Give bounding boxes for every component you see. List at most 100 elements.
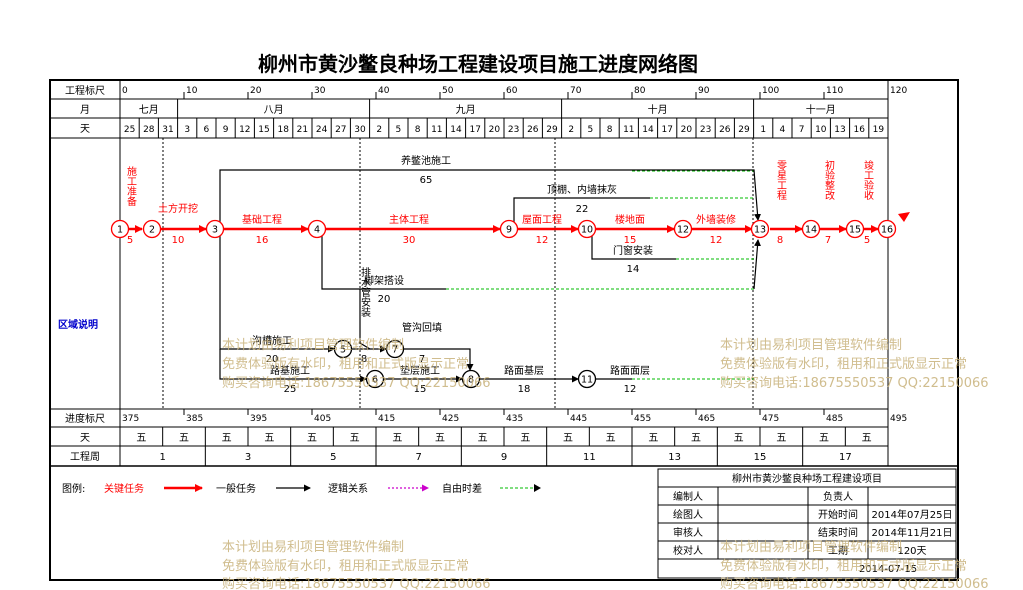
weekday-cell: 五 [478, 433, 488, 444]
day-cell: 24 [316, 125, 328, 135]
node-label: 14 [805, 225, 817, 236]
task-duration: 16 [256, 235, 269, 246]
task-duration: 7 [419, 354, 425, 365]
task-duration: 12 [710, 235, 723, 246]
day-cell: 31 [162, 125, 173, 135]
page-title: 柳州市黄沙鳖良种场工程建设项目施工进度网络图 [258, 52, 698, 76]
day-cell: 27 [335, 125, 346, 135]
node-3: 3 [205, 219, 225, 239]
node-label: 15 [849, 225, 861, 236]
watermark-line: 购买咨询电话:18675550537 QQ:22150066 [222, 375, 491, 391]
day-cell: 26 [719, 125, 731, 135]
day-cell: 13 [834, 125, 845, 135]
legend-logic: 逻辑关系 [328, 482, 368, 495]
weekday-cell: 五 [435, 433, 445, 444]
node-label: 5 [340, 345, 346, 356]
watermark-line: 本计划由易利项目管理软件编制 [222, 338, 404, 353]
node-label: 7 [392, 345, 398, 356]
node-1: 1 [110, 219, 130, 239]
day-cell: 21 [297, 125, 308, 135]
task-name: 路面面层 [610, 364, 650, 377]
day-cell: 14 [450, 125, 462, 135]
week-cell: 17 [839, 452, 852, 463]
day-cell: 28 [143, 125, 155, 135]
task-duration: 18 [518, 384, 531, 395]
scale-tick: 90 [698, 86, 710, 96]
scale-tick: 100 [762, 86, 779, 96]
task-duration: 5 [127, 235, 133, 246]
node-11: 11 [577, 369, 597, 389]
watermark-line: 本计划由易利项目管理软件编制 [720, 540, 902, 555]
node-label: 12 [677, 225, 689, 236]
node-5: 5 [333, 339, 353, 359]
month-cell: 九月 [456, 104, 476, 116]
normal-task-lines [219, 169, 762, 383]
legend: 图例: 关键任务 一般任务 逻辑关系 自由时差 [62, 482, 541, 495]
legend-label: 图例: [62, 482, 85, 495]
week-cell: 11 [583, 452, 596, 463]
scale-tick: 30 [314, 86, 326, 96]
scale-tick: 80 [634, 86, 646, 96]
task-name: 养鳖池施工 [401, 154, 451, 167]
node-label: 3 [212, 225, 218, 236]
node-13: 13 [750, 219, 770, 239]
task-name: 土方开挖 [158, 202, 198, 215]
weekday-cell: 五 [776, 433, 786, 444]
legend-critical: 关键任务 [104, 482, 144, 495]
day-cell: 30 [354, 125, 366, 135]
legend-normal: 一般任务 [216, 482, 256, 495]
progress-tick: 405 [314, 414, 331, 424]
day-cell: 10 [815, 125, 827, 135]
task-duration: 10 [172, 235, 185, 246]
task-duration: 8 [777, 235, 783, 246]
month-cell: 八月 [264, 104, 284, 116]
day-cell: 26 [527, 125, 539, 135]
info-owner-label: 负责人 [823, 490, 853, 503]
task-duration: 20 [378, 294, 391, 305]
watermark-line: 免费体验版有水印，租用和正式版显示正常 [720, 356, 967, 372]
day-cell: 25 [124, 125, 135, 135]
weekday-cell: 五 [819, 433, 829, 444]
task-name: 排水管安装 [359, 266, 371, 318]
task-name: 竣工验收 [862, 159, 874, 201]
progress-tick: 375 [122, 414, 139, 424]
node-10: 10 [577, 219, 597, 239]
info-drawer-label: 绘图人 [673, 508, 703, 521]
scale-tick: 20 [250, 86, 262, 96]
progress-tick: 485 [826, 414, 843, 424]
week-cell: 3 [245, 452, 251, 463]
node-4: 4 [307, 219, 327, 239]
day-cell: 7 [799, 125, 805, 135]
scale-tick: 40 [378, 86, 390, 96]
task-name: 垫层施工 [400, 364, 440, 377]
progress-tick: 495 [890, 414, 907, 424]
day-label: 天 [80, 124, 90, 135]
free-float-lines [446, 170, 754, 380]
day-cell: 8 [607, 125, 613, 135]
day-cell: 18 [277, 125, 289, 135]
watermark-line: 购买咨询电话:18675550537 QQ:22150066 [720, 576, 989, 590]
week-cell: 9 [501, 452, 507, 463]
weekday-cell: 五 [691, 433, 701, 444]
milestone-lines [162, 138, 754, 409]
task-duration: 20 [266, 354, 279, 365]
weekday-cell: 五 [734, 433, 744, 444]
progress-tick: 425 [442, 414, 459, 424]
day-cell: 20 [489, 125, 501, 135]
day-cell: 6 [204, 125, 210, 135]
month-cell: 十一月 [806, 103, 836, 116]
progress-tick: 385 [186, 414, 203, 424]
task-name: 外墙装修 [696, 213, 736, 226]
day-cell: 5 [396, 125, 402, 135]
task-name: 沟槽施工 [252, 334, 292, 347]
week-label: 工程周 [70, 451, 100, 463]
progress-tick: 465 [698, 414, 715, 424]
month-label: 月 [80, 104, 90, 116]
info-start-label: 开始时间 [818, 508, 858, 521]
info-end-value: 2014年11月21日 [872, 526, 953, 539]
task-duration: 14 [627, 264, 640, 275]
weekday-cell: 五 [392, 433, 402, 444]
